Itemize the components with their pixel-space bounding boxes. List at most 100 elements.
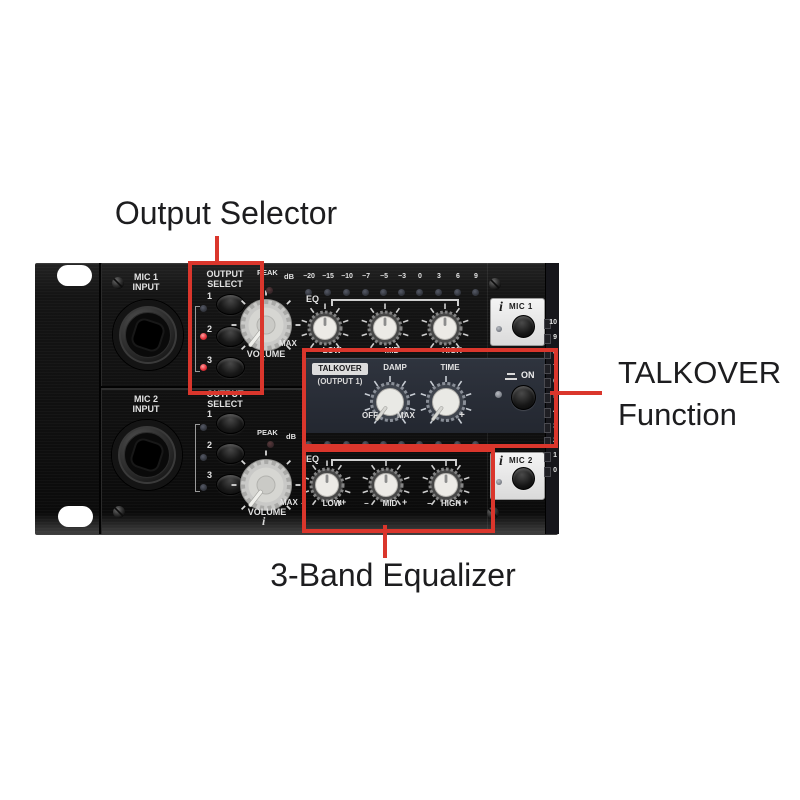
mic-icon: i — [499, 300, 503, 315]
channel-divider — [101, 386, 303, 388]
talkover-on-button[interactable] — [511, 385, 536, 410]
time-label: TIME — [440, 363, 460, 372]
meter-scale-value: 10 — [549, 319, 557, 326]
meter-segment — [544, 378, 551, 388]
select3-num: 3 — [206, 355, 212, 365]
select3-num: 3 — [206, 470, 212, 480]
mic1-input-jack — [112, 299, 184, 371]
meter-led — [416, 289, 423, 296]
damp-max-label: MAX — [397, 411, 415, 420]
meter-segment — [544, 393, 551, 403]
callout-talkover-line2: Function — [618, 397, 737, 432]
meter-led — [380, 289, 387, 296]
mic1-max-label: MAX — [279, 339, 297, 348]
mic2-input-jack — [111, 419, 183, 491]
mic2-volume-label: VOLUME — [247, 507, 287, 517]
mic-stand-icon: i — [262, 514, 266, 528]
mic2-talk-led — [496, 479, 502, 485]
mic2-talk-button[interactable] — [512, 467, 535, 490]
mic2-peak-led — [267, 441, 274, 448]
mic2-output2-button[interactable] — [216, 443, 245, 464]
meter-tick: −20 — [303, 273, 315, 280]
db-label: dB — [284, 272, 294, 281]
mic2-output1-button[interactable] — [216, 413, 245, 434]
select-bracket — [195, 306, 200, 372]
mic1-volume-label: VOLUME — [246, 349, 286, 359]
callout-box-talkover — [302, 348, 558, 448]
callout-equalizer: 3-Band Equalizer — [270, 557, 516, 593]
meter-scale-value: 0 — [553, 467, 557, 474]
mic-icon: i — [499, 454, 503, 469]
mic1-talk-button[interactable] — [512, 315, 535, 338]
select1-num: 1 — [206, 291, 212, 301]
mic2-peak-label: PEAK — [257, 428, 278, 437]
mic2-button-label: MIC 2 — [509, 456, 533, 465]
callout-box-output-selector — [188, 261, 264, 395]
mic1-output1-led — [200, 305, 207, 312]
screw-icon — [489, 278, 501, 290]
mic1-peak-label: PEAK — [257, 268, 278, 277]
mic2-output3-led — [200, 484, 207, 491]
mic1-output2-led — [200, 333, 207, 340]
mic2-eq-label: EQ — [306, 454, 320, 464]
callout-output-selector: Output Selector — [114, 195, 338, 231]
damp-off-label: OFF — [362, 411, 378, 420]
eq-plus: + — [402, 497, 408, 507]
damp-label: DAMP — [383, 363, 407, 372]
eq-group-bracket — [331, 299, 459, 306]
ear-divider — [99, 263, 101, 534]
callout-line-equalizer — [383, 525, 387, 558]
eq-plus: + — [463, 497, 469, 507]
meter-segment — [544, 334, 551, 344]
meter-led — [343, 289, 350, 296]
mic1-button-label: MIC 1 — [509, 302, 533, 311]
select-bracket — [195, 424, 200, 492]
mic1-talk-led — [496, 326, 502, 332]
callout-talkover: TALKOVER Function — [618, 352, 781, 436]
select2-num: 2 — [206, 440, 212, 450]
talkover-on-led — [495, 391, 502, 398]
eq-minus: − — [427, 499, 432, 508]
meter-tick: −3 — [398, 273, 406, 280]
mic1-eq-label: EQ — [306, 294, 320, 304]
time-plus-label: + — [459, 410, 465, 421]
callout-line-talkover — [550, 391, 602, 395]
meter-led — [305, 289, 312, 296]
meter-scale-value: 1 — [553, 452, 557, 459]
mic1-peak-led — [266, 287, 273, 294]
eq-group-bracket — [331, 459, 457, 466]
meter-segment — [544, 452, 551, 462]
mic2-max-label: MAX — [280, 498, 298, 507]
eq-minus: − — [364, 499, 369, 508]
meter-led — [472, 289, 479, 296]
meter-led — [362, 289, 369, 296]
meter-segment — [544, 319, 551, 329]
talkover-badge: TALKOVER — [312, 363, 368, 375]
callout-box-equalizer — [302, 448, 495, 533]
db-label: dB — [286, 432, 296, 441]
meter-segment — [544, 423, 551, 433]
mic2-low-label: LOW — [322, 499, 342, 508]
mic2-high-label: HIGH — [441, 499, 461, 508]
meter-tick: 3 — [437, 273, 441, 280]
meter-led — [435, 289, 442, 296]
meter-tick: 9 — [474, 273, 478, 280]
meter-tick: −7 — [362, 273, 370, 280]
mic1-output3-led — [200, 364, 207, 371]
meter-tick: −10 — [341, 273, 353, 280]
eq-plus: + — [341, 497, 347, 507]
select1-num: 1 — [206, 409, 212, 419]
callout-line-output-selector — [215, 236, 219, 262]
mic2-mid-label: MID — [382, 499, 398, 508]
mic1-output3-button[interactable] — [216, 357, 245, 378]
talkover-output-label: (OUTPUT 1) — [317, 377, 363, 386]
mic2-output1-led — [200, 424, 207, 431]
select2-num: 2 — [206, 324, 212, 334]
mic2-output2-led — [200, 454, 207, 461]
talkover-on-icon — [505, 373, 517, 380]
screw-icon — [112, 277, 124, 289]
meter-scale-value: 9 — [553, 334, 557, 341]
